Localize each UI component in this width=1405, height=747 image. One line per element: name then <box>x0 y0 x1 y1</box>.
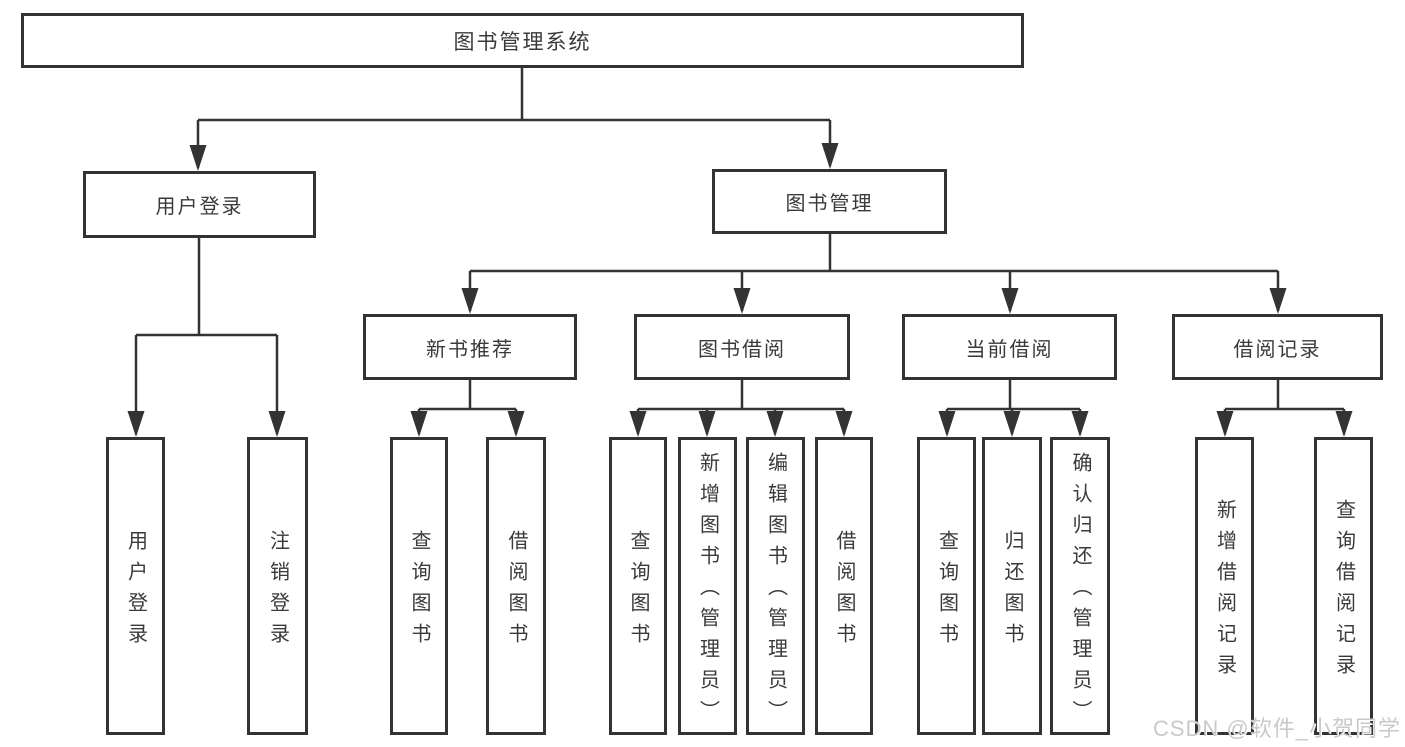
leaf-edit-books-admin: 编辑图书（管理员） <box>746 437 805 735</box>
node-book-borrowing: 图书借阅 <box>634 314 850 380</box>
leaf-label: 查询图书 <box>627 529 649 654</box>
node-book-management: 图书管理 <box>712 169 947 234</box>
leaf-label: 归还图书 <box>1001 529 1023 654</box>
leaf-confirm-return-admin: 确认归还（管理员） <box>1050 437 1110 735</box>
leaf-add-borrow-record: 新增借阅记录 <box>1195 437 1254 735</box>
node-user-login: 用户登录 <box>83 171 316 238</box>
node-library-management-system: 图书管理系统 <box>21 13 1024 68</box>
leaf-label: 借阅图书 <box>833 529 855 654</box>
leaf-label: 查询借阅记录 <box>1332 498 1355 685</box>
leaf-label: 新增借阅记录 <box>1213 498 1236 685</box>
node-current-borrowing: 当前借阅 <box>902 314 1117 380</box>
node-borrowing-records: 借阅记录 <box>1172 314 1383 380</box>
leaf-query-books-current: 查询图书 <box>917 437 976 735</box>
leaf-query-books-recommend: 查询图书 <box>390 437 448 735</box>
node-new-book-recommendation: 新书推荐 <box>363 314 577 380</box>
leaf-query-books-borrow: 查询图书 <box>609 437 667 735</box>
leaf-label: 查询图书 <box>408 529 430 654</box>
leaf-return-books: 归还图书 <box>982 437 1042 735</box>
watermark: CSDN @软件_小贺同学 <box>1152 716 1401 741</box>
leaf-label: 新增图书（管理员） <box>696 452 719 731</box>
leaf-label: 注销登录 <box>266 529 289 654</box>
leaf-user-login: 用户登录 <box>106 437 165 735</box>
leaf-label: 借阅图书 <box>505 529 527 654</box>
leaf-label: 编辑图书（管理员） <box>764 452 787 731</box>
leaf-label: 查询图书 <box>935 529 958 654</box>
leaf-add-books-admin: 新增图书（管理员） <box>678 437 737 735</box>
leaf-logout: 注销登录 <box>247 437 308 735</box>
arrowheads <box>127 143 1353 437</box>
leaf-query-borrow-record: 查询借阅记录 <box>1314 437 1373 735</box>
leaf-label: 用户登录 <box>124 529 147 654</box>
leaf-label: 确认归还（管理员） <box>1069 452 1091 731</box>
leaf-borrow-books-recommend: 借阅图书 <box>486 437 546 735</box>
leaf-borrow-books: 借阅图书 <box>815 437 873 735</box>
